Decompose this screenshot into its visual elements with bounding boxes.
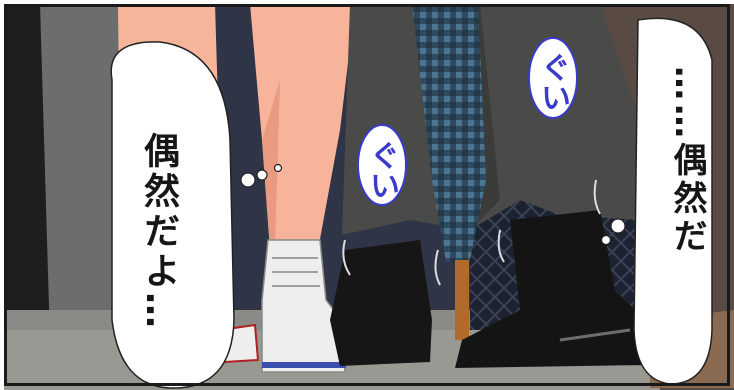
speech-bubble-left [110,41,235,389]
sfx-gui-1: ぐい [364,140,399,200]
left-figure-leg [40,4,120,340]
motion-lines [342,179,601,286]
sfx-gui-2: ぐい [535,52,570,112]
speech-bubble-right [633,17,713,385]
sneaker-laces [272,257,320,287]
black-shoe-left [330,240,432,366]
bubble-tail-dot-1 [240,172,256,188]
checked-umbrella [412,4,486,262]
bubble-tail-dot-3 [273,163,283,173]
sfx-oval-2 [528,37,578,119]
shoe-highlight [559,328,631,342]
black-shoe-right [455,210,650,368]
bubble-tail-dot-2 [256,169,268,181]
sneaker-sole-stripe [262,362,346,368]
bubble-tail-dot-5 [600,234,612,246]
umbrella-handle [455,260,469,340]
bubble-tail-dot-4 [610,218,626,234]
speech-text-left: 偶然だよ… [138,132,179,332]
sfx-oval-1 [357,124,407,206]
skin-shade [262,80,280,250]
speech-text-right: ……偶然だ [667,66,707,256]
